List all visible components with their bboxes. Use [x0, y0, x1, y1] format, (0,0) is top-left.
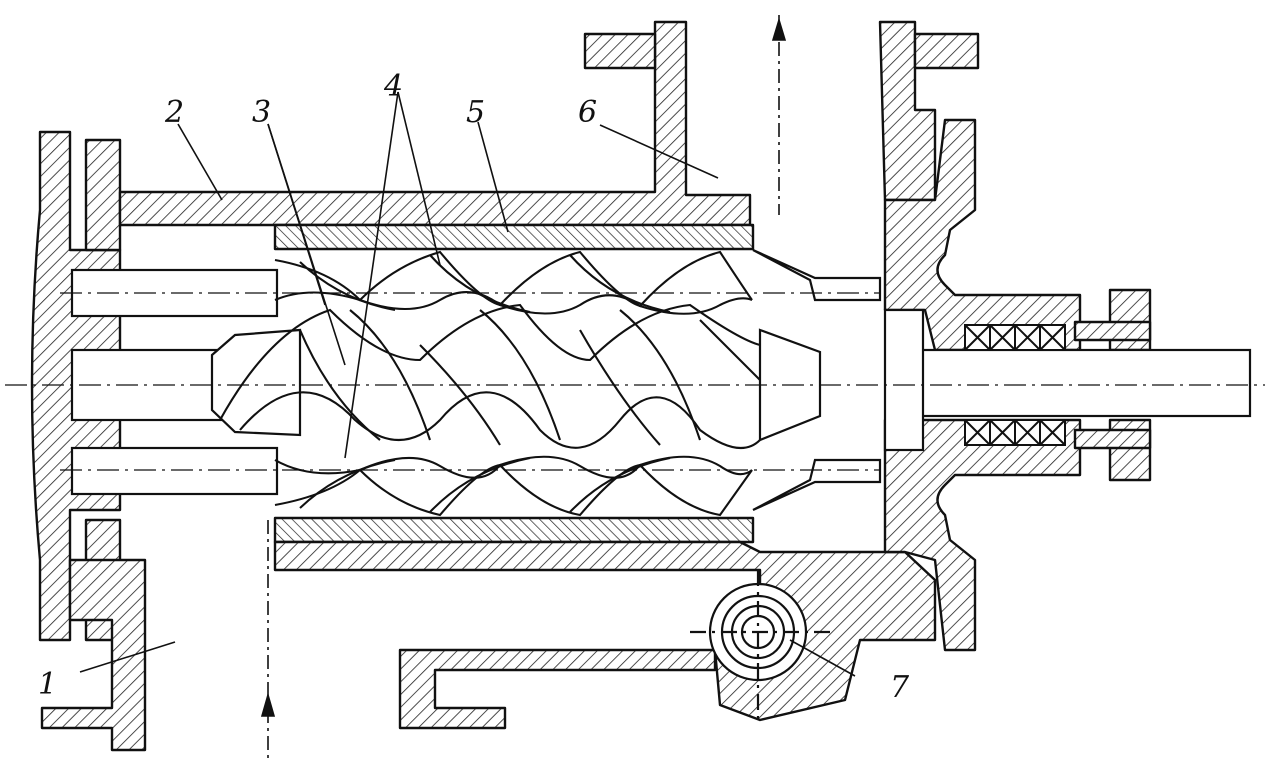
end-cover-flange	[84, 138, 122, 252]
callout-6: 6	[578, 95, 597, 130]
discharge-flange-right	[913, 32, 980, 70]
callouts: 1 2 3 4 5 6 7	[38, 69, 910, 705]
callout-2: 2	[164, 95, 184, 130]
outlet-arrow-icon	[771, 17, 787, 41]
bearing-housing-lower	[883, 418, 1082, 652]
callout-3: 3	[252, 95, 271, 130]
leader-lines	[79, 91, 856, 677]
flow-arrows	[260, 15, 787, 760]
callout-4: 4	[383, 69, 403, 104]
screw-flights	[219, 250, 761, 517]
drive-rotor-nose	[210, 328, 302, 437]
suction-port-floor-wall	[398, 648, 717, 730]
centerlines	[5, 292, 1265, 471]
idler-rotor-end-bottom	[70, 446, 279, 496]
inlet-arrow-icon	[260, 692, 276, 717]
idler-rotor-tip-top	[752, 248, 882, 302]
gland-sleeve-bottom	[1073, 428, 1152, 450]
callout-1: 1	[38, 667, 57, 702]
liner-sleeve-top	[273, 223, 755, 251]
suction-inlet-wall	[40, 558, 147, 752]
idler-rotor-tip-bottom	[752, 458, 882, 512]
thrust-collar	[883, 308, 925, 452]
liner-sleeve-bottom	[273, 516, 755, 544]
packing-rings	[964, 324, 1066, 446]
drive-shaft	[918, 348, 1252, 418]
callout-7: 7	[890, 670, 910, 705]
callout-5: 5	[466, 95, 485, 130]
discharge-flange-left	[583, 32, 657, 70]
pump-body-bottom-wall	[273, 540, 937, 722]
gland-sleeve-top	[1073, 320, 1152, 342]
relief-valve	[690, 570, 830, 720]
